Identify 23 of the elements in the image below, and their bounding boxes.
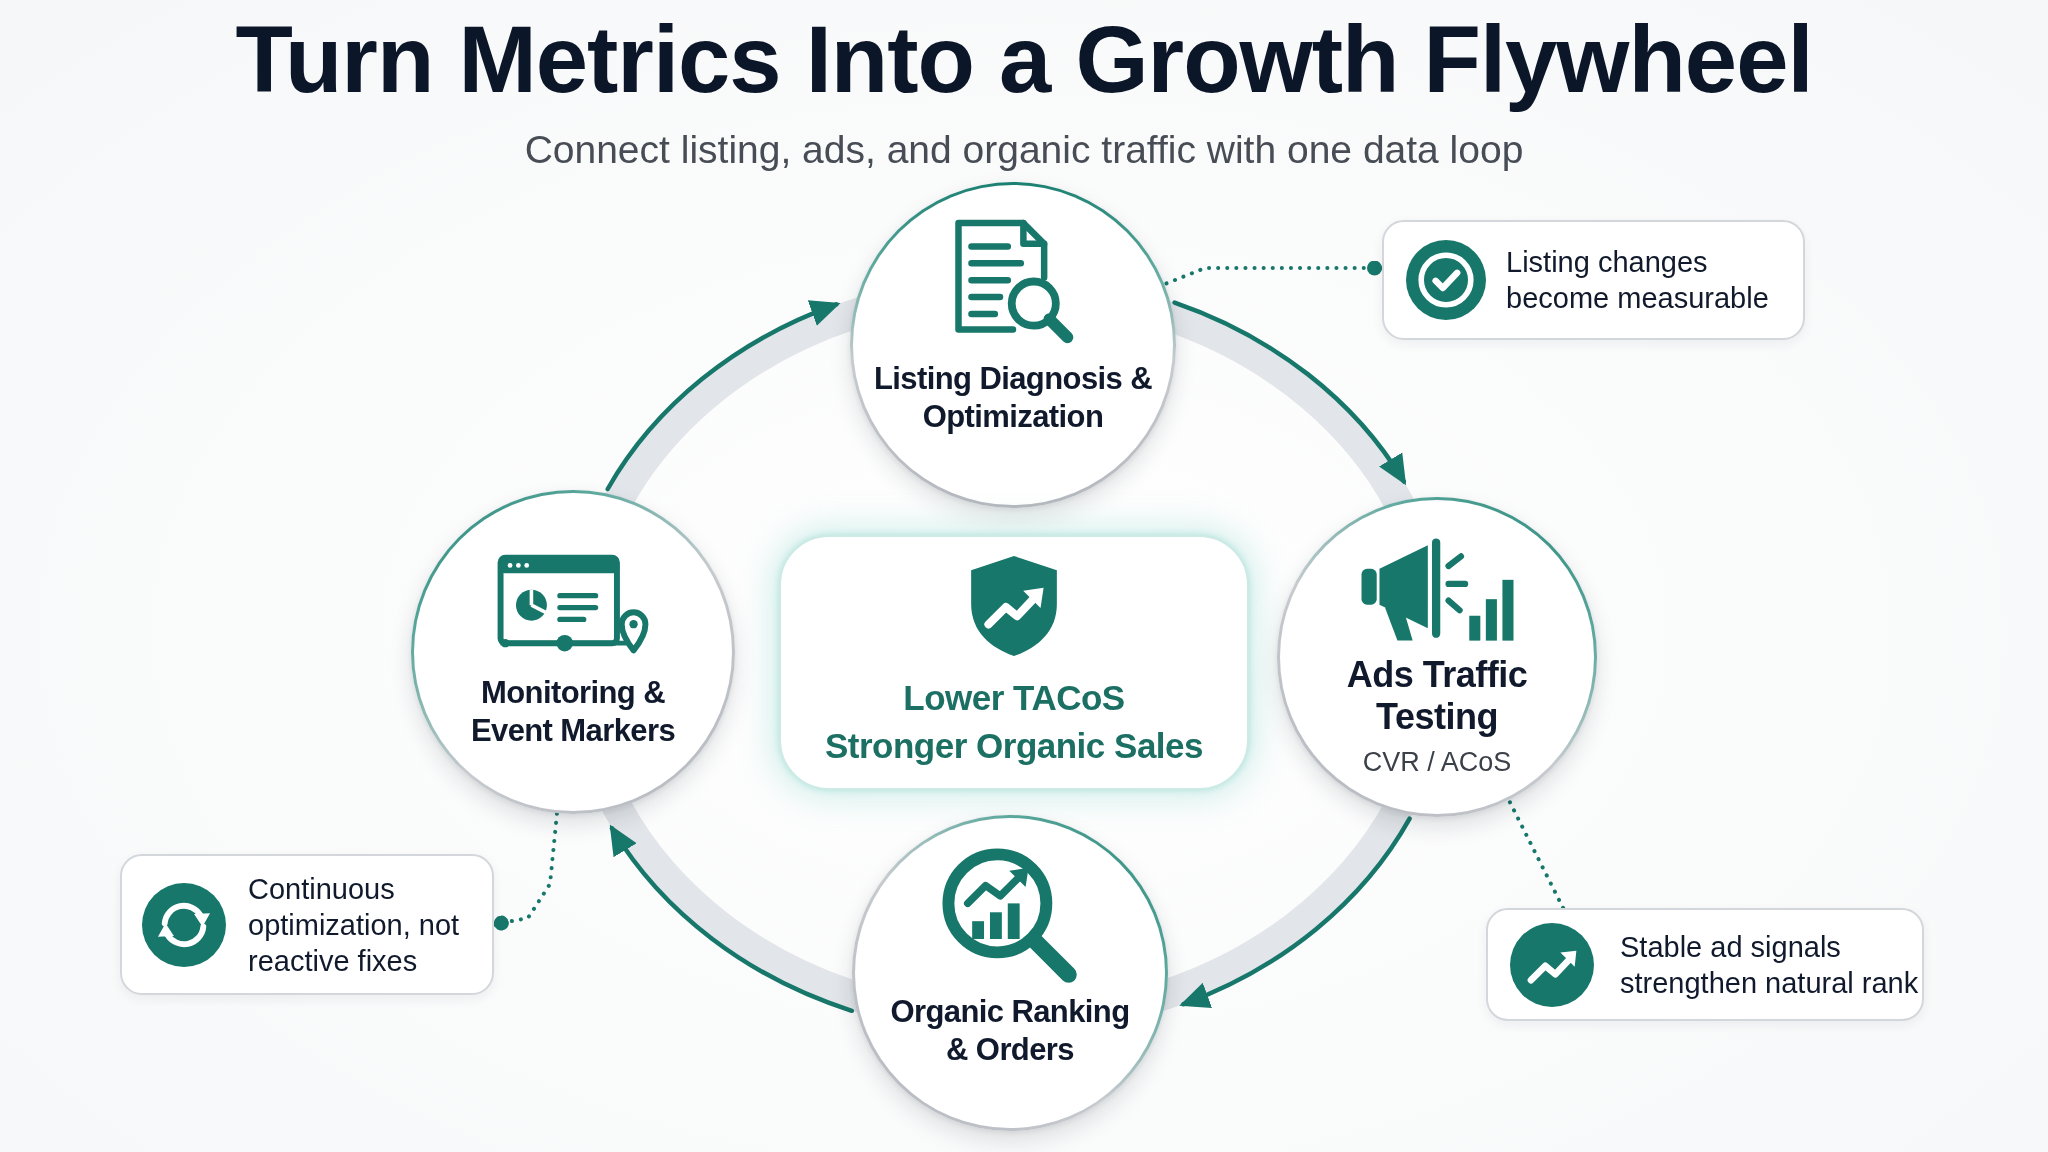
callout-text: Continuous optimization, not reactive fixes — [248, 871, 461, 979]
leader-line — [1506, 798, 1566, 910]
callout-text: Stable ad signals strengthen natural rank — [1620, 929, 1920, 1001]
curved-arrow — [1179, 816, 1412, 1007]
subtitle: Connect listing, ads, and organic traffic with one data loop — [524, 127, 1524, 173]
callout-box — [120, 854, 494, 995]
result-text: Stronger Organic Sales — [825, 724, 1203, 767]
curved-arrow — [1172, 300, 1407, 486]
callout-box — [1486, 908, 1924, 1021]
title: Turn Metrics Into a Growth Flywheel — [235, 8, 1813, 112]
leader-line — [492, 811, 559, 931]
node-label: Organic Ranking & Orders — [889, 993, 1131, 1069]
node-label: Monitoring & Event Markers — [469, 674, 677, 750]
leader-line — [1162, 260, 1384, 287]
result-text: Lower TACoS — [903, 676, 1125, 719]
result-card — [779, 535, 1249, 790]
node-label: Ads Traffic Testing — [1345, 653, 1529, 738]
node-label: Listing Diagnosis & Optimization — [873, 359, 1153, 436]
metric-label: CVR / ACoS — [1362, 745, 1512, 778]
curved-arrow — [605, 301, 841, 492]
curved-arrow — [609, 824, 855, 1014]
callout-text: Listing changes become measurable — [1506, 245, 1770, 316]
callout-box — [1382, 220, 1805, 340]
